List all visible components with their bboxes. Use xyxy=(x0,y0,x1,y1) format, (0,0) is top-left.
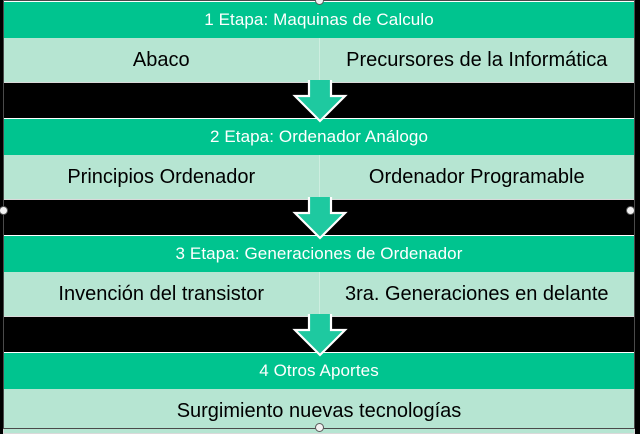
stage-3-cell-1[interactable]: Invención del transistor xyxy=(4,272,319,316)
stage-2-cell-1[interactable]: Principios Ordenador xyxy=(4,155,319,199)
down-arrow-icon-3[interactable] xyxy=(292,314,348,358)
stage-3-body: Invención del transistor 3ra. Generacion… xyxy=(4,272,634,316)
down-arrow-icon-2[interactable] xyxy=(292,197,348,241)
stage-1-cell-2[interactable]: Precursores de la Informática xyxy=(318,38,635,82)
stage-block-4[interactable]: 4 Otros Aportes Surgimiento nuevas tecno… xyxy=(3,352,635,434)
stage-3-cell-2[interactable]: 3ra. Generaciones en delante xyxy=(318,272,635,316)
stage-block-3[interactable]: 3 Etapa: Generaciones de Ordenador Inven… xyxy=(3,235,635,317)
stage-3-cell-2-label: 3ra. Generaciones en delante xyxy=(344,282,609,305)
stage-1-cell-1-label: Abaco xyxy=(132,48,190,71)
stage-1-body: Abaco Precursores de la Informática xyxy=(4,38,634,82)
stage-2-cell-1-label: Principios Ordenador xyxy=(67,165,256,188)
stage-4-header-label: 4 Otros Aportes xyxy=(259,361,379,380)
stage-2-cell-2[interactable]: Ordenador Programable xyxy=(318,155,635,199)
stage-2-header-label: 2 Etapa: Ordenador Análogo xyxy=(209,127,429,146)
stage-4-cell-1[interactable]: Surgimiento nuevas tecnologías xyxy=(4,389,634,433)
selection-handle-top-center[interactable] xyxy=(315,0,324,5)
stage-3-header[interactable]: 3 Etapa: Generaciones de Ordenador xyxy=(4,236,634,272)
stage-block-2[interactable]: 2 Etapa: Ordenador Análogo Principios Or… xyxy=(3,118,635,200)
stage-2-header[interactable]: 2 Etapa: Ordenador Análogo xyxy=(4,119,634,155)
stage-4-header[interactable]: 4 Otros Aportes xyxy=(4,353,634,389)
selection-handle-middle-left[interactable] xyxy=(0,206,8,215)
stage-2-body: Principios Ordenador Ordenador Programab… xyxy=(4,155,634,199)
selection-handle-middle-right[interactable] xyxy=(626,206,635,215)
stage-4-cell-1-label: Surgimiento nuevas tecnologías xyxy=(176,399,462,422)
stage-1-cell-1[interactable]: Abaco xyxy=(4,38,319,82)
selection-handle-bottom-center[interactable] xyxy=(315,423,324,432)
down-arrow-icon-1[interactable] xyxy=(292,80,348,124)
stage-2-cell-2-label: Ordenador Programable xyxy=(368,165,585,188)
stage-3-header-label: 3 Etapa: Generaciones de Ordenador xyxy=(175,244,463,263)
stage-1-header[interactable]: 1 Etapa: Maquinas de Calculo xyxy=(4,2,634,38)
stage-1-cell-2-label: Precursores de la Informática xyxy=(346,48,608,71)
stage-block-1[interactable]: 1 Etapa: Maquinas de Calculo Abaco Precu… xyxy=(3,1,635,83)
stage-1-header-label: 1 Etapa: Maquinas de Calculo xyxy=(204,10,434,29)
stage-3-cell-1-label: Invención del transistor xyxy=(58,282,265,305)
